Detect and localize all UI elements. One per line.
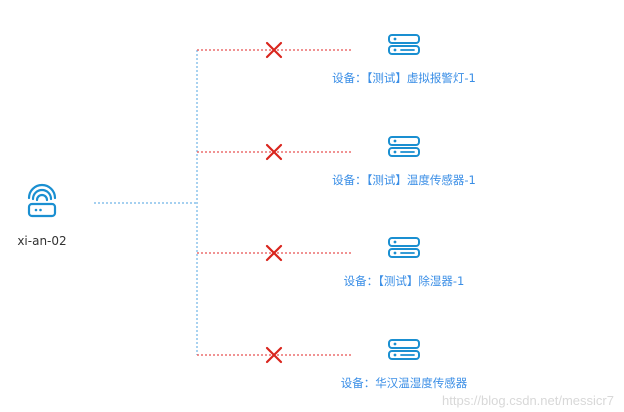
device-row[interactable]: 设备：【测试】虚拟报警灯-1 [197, 34, 476, 85]
gateway-label: xi-an-02 [17, 234, 66, 248]
router-icon[interactable] [27, 183, 57, 218]
server-icon[interactable] [388, 136, 420, 157]
device-label: 设备：【测试】温度传感器-1 [332, 173, 476, 187]
disconnected-icon [265, 346, 283, 364]
server-icon[interactable] [388, 339, 420, 360]
device-row[interactable]: 设备：【测试】除湿器-1 [197, 237, 465, 288]
device-label: 设备：【测试】虚拟报警灯-1 [332, 71, 476, 85]
disconnected-icon [265, 244, 283, 262]
device-list: 设备：【测试】虚拟报警灯-1 设备：【测试】温度传感器-1 设备：【测试】除湿器-1… [197, 34, 476, 390]
device-row[interactable]: 设备：【测试】温度传感器-1 [197, 136, 476, 187]
device-label: 设备：【测试】除湿器-1 [344, 274, 465, 288]
disconnected-icon [265, 143, 283, 161]
server-icon[interactable] [388, 34, 420, 55]
device-label: 设备：华汉温湿度传感器 [341, 376, 468, 390]
device-row[interactable]: 设备：华汉温湿度传感器 [197, 339, 468, 390]
watermark: https://blog.csdn.net/messicr7 [442, 393, 614, 408]
server-icon[interactable] [388, 237, 420, 258]
disconnected-icon [265, 41, 283, 59]
